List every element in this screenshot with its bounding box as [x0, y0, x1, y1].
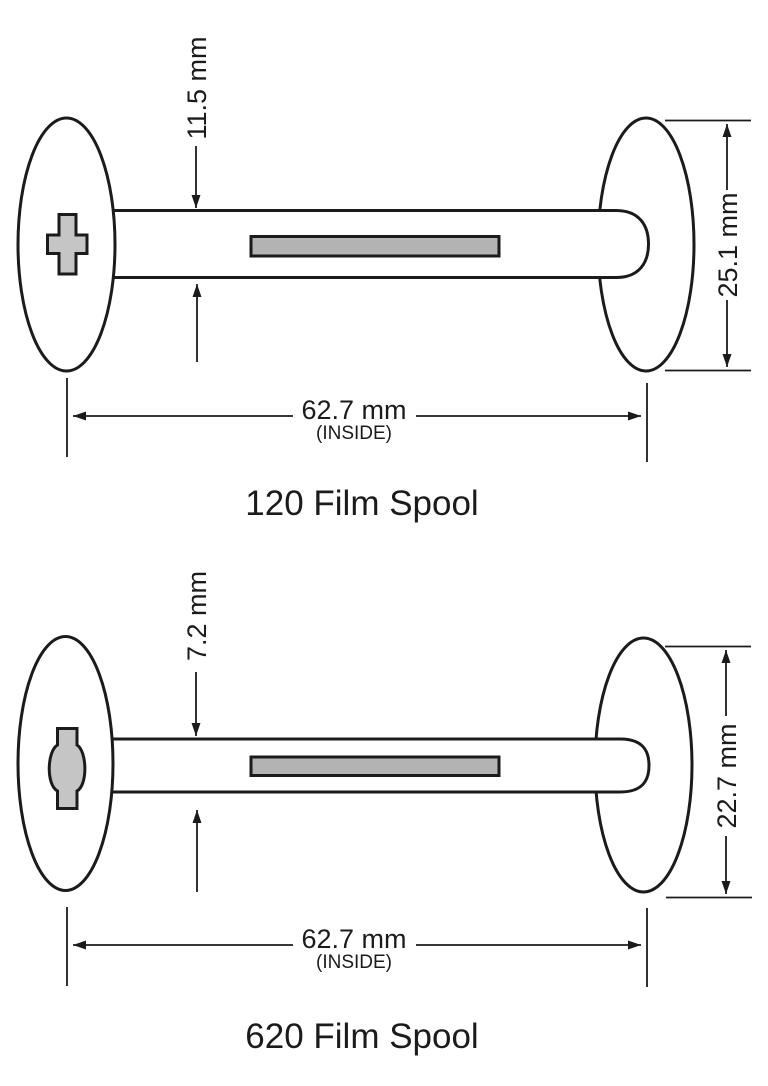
spool-620-diagram: 7.2 mm 22.7 mm 62.7 mm (INSIDE) 620 Film… [16, 571, 752, 1056]
spool-120-length-note-label: (INSIDE) [316, 423, 392, 444]
spool-120-film-slit [249, 235, 501, 258]
spool-620-film-slit [249, 755, 501, 777]
spool-620-flange-dim-label: 22.7 mm [712, 723, 742, 828]
spool-620-core-dim-label: 7.2 mm [182, 571, 212, 661]
spool-120-core-dim-label: 11.5 mm [182, 36, 212, 139]
spool-120-length-dim-label: 62.7 mm [301, 395, 406, 425]
spool-120-title: 120 Film Spool [245, 484, 478, 523]
spool-620-length-dim-label: 62.7 mm [301, 924, 406, 954]
spool-120-diagram: 11.5 mm 25.1 mm 62.7 mm (INSIDE) 120 Fil… [16, 36, 751, 523]
spool-120-cross-key-slot [46, 213, 89, 276]
spool-620-round-key-slot [47, 727, 87, 810]
spool-620-title: 620 Film Spool [245, 1017, 478, 1056]
spool-120-flange-dim-label: 25.1 mm [713, 192, 743, 297]
spool-620-length-note-label: (INSIDE) [316, 952, 392, 973]
